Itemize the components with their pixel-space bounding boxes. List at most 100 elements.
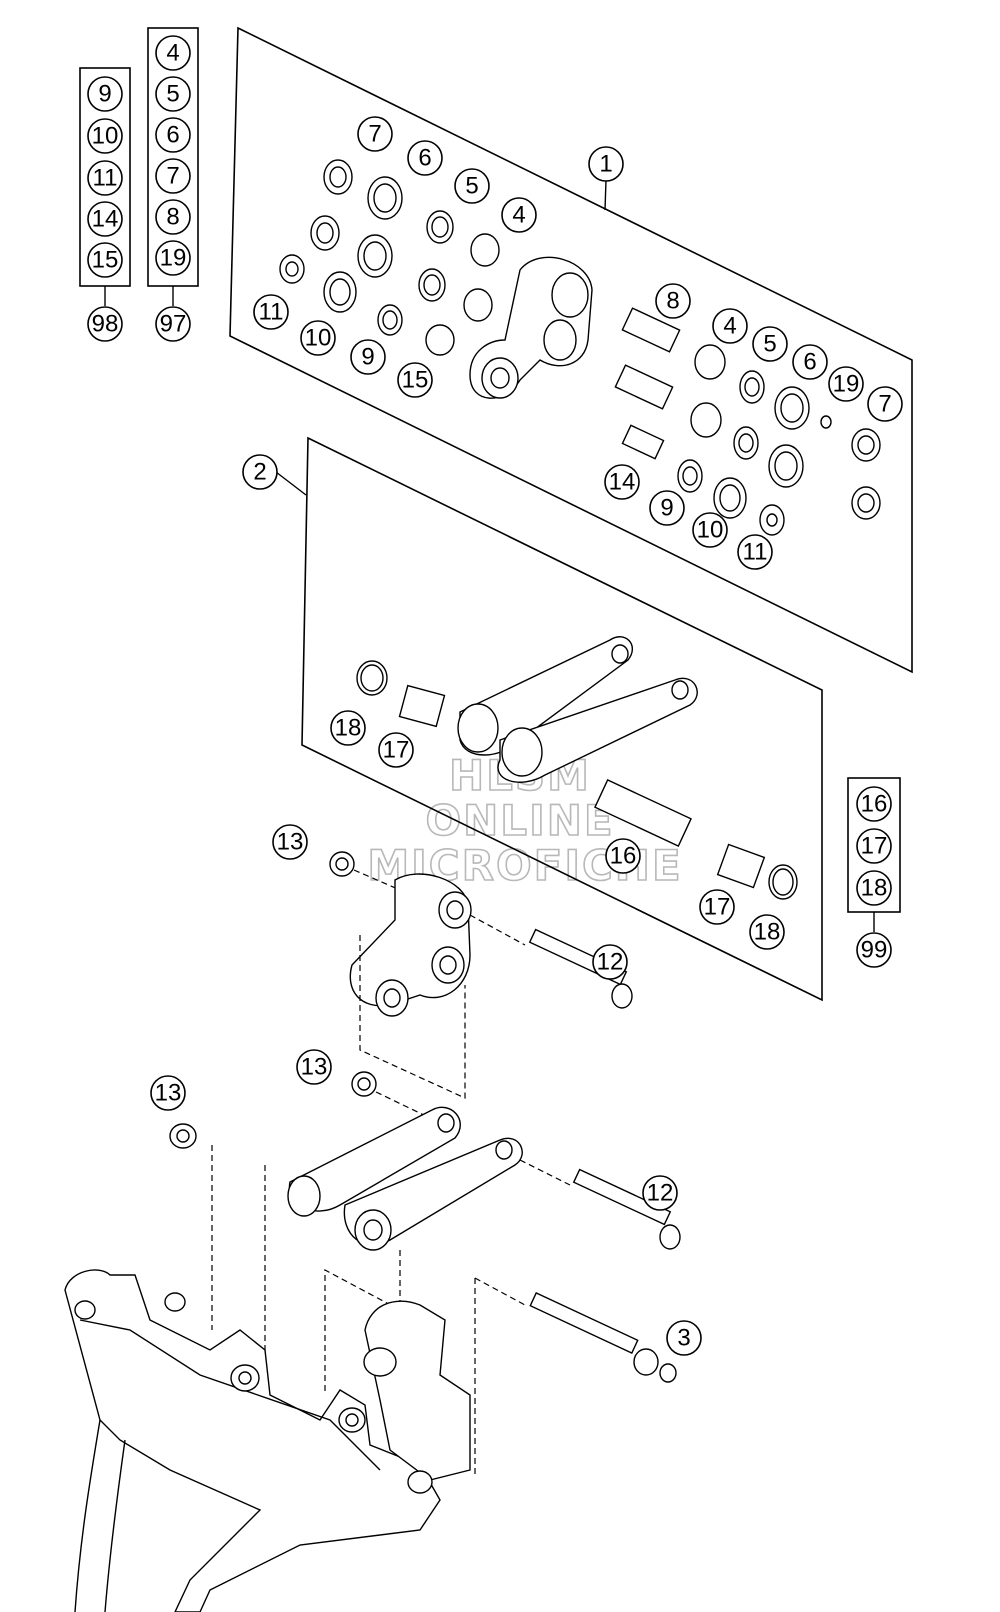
svg-text:18: 18	[335, 715, 362, 742]
callout-17-right[interactable]: 17	[699, 889, 735, 925]
svg-text:16: 16	[861, 791, 888, 818]
svg-text:12: 12	[647, 1180, 674, 1207]
pull-rod-part	[457, 636, 698, 783]
svg-text:13: 13	[301, 1054, 328, 1081]
kit-97-item-1[interactable]: 4	[155, 35, 191, 71]
callout-16[interactable]: 16	[605, 838, 641, 874]
svg-text:7: 7	[166, 163, 179, 190]
svg-text:4: 4	[723, 313, 736, 340]
svg-text:18: 18	[754, 919, 781, 946]
callout-12-lower[interactable]: 12	[642, 1175, 678, 1211]
svg-text:5: 5	[763, 331, 776, 358]
callout-4-left[interactable]: 4	[501, 197, 537, 233]
svg-text:10: 10	[697, 517, 724, 544]
svg-text:4: 4	[166, 40, 179, 67]
callout-4-right[interactable]: 4	[712, 308, 748, 344]
callout-1[interactable]: 1	[588, 146, 624, 182]
svg-text:97: 97	[160, 311, 187, 338]
svg-text:12: 12	[597, 949, 624, 976]
callout-6-right[interactable]: 6	[792, 344, 828, 380]
callout-10-left[interactable]: 10	[300, 320, 336, 356]
svg-text:2: 2	[253, 459, 266, 486]
callout-5-left[interactable]: 5	[454, 168, 490, 204]
kit-98-item-4[interactable]: 14	[87, 201, 123, 237]
callout-11-right[interactable]: 11	[737, 534, 773, 570]
callout-11-left[interactable]: 11	[253, 294, 289, 330]
svg-text:13: 13	[155, 1080, 182, 1107]
kit-box-97: 4 5 6 7 8 19 97	[147, 27, 199, 342]
callout-13-upper[interactable]: 13	[272, 824, 308, 860]
svg-text:17: 17	[383, 737, 410, 764]
kit-99-item-2[interactable]: 17	[856, 828, 892, 864]
watermark-line-2: ONLINE	[425, 796, 614, 845]
kit-98-item-3[interactable]: 11	[87, 160, 123, 196]
callout-14[interactable]: 14	[604, 464, 640, 500]
callout-6-left[interactable]: 6	[407, 140, 443, 176]
svg-text:9: 9	[660, 495, 673, 522]
svg-text:3: 3	[677, 1325, 690, 1352]
svg-text:11: 11	[93, 165, 118, 192]
kit-97-item-2[interactable]: 5	[155, 76, 191, 112]
kit-99-ref[interactable]: 99	[856, 932, 892, 968]
kit-98-item-1[interactable]: 9	[87, 76, 123, 112]
right-bearing-cluster	[614, 307, 881, 536]
kit-97-ref[interactable]: 97	[155, 306, 191, 342]
lower-assembly: 13 12 13 13 12 3	[64, 824, 702, 1612]
callout-9-left[interactable]: 9	[350, 339, 386, 375]
kit-97-item-4[interactable]: 7	[155, 158, 191, 194]
callout-7-left[interactable]: 7	[357, 116, 393, 152]
svg-text:14: 14	[609, 469, 636, 496]
kit-99-item-1[interactable]: 16	[856, 786, 892, 822]
svg-text:10: 10	[305, 325, 332, 352]
callout-2[interactable]: 2	[242, 454, 278, 490]
svg-text:9: 9	[98, 81, 111, 108]
lever-part	[469, 256, 593, 399]
callout-15[interactable]: 15	[397, 362, 433, 398]
svg-text:14: 14	[92, 206, 119, 233]
svg-text:18: 18	[861, 875, 888, 902]
svg-text:1: 1	[599, 151, 612, 178]
kit-98-item-2[interactable]: 10	[87, 118, 123, 154]
svg-text:4: 4	[512, 202, 525, 229]
callout-9-right[interactable]: 9	[649, 490, 685, 526]
svg-text:98: 98	[92, 311, 119, 338]
bushing-part	[398, 684, 446, 728]
svg-text:11: 11	[259, 299, 284, 326]
svg-text:16: 16	[610, 843, 637, 870]
callout-13-middle[interactable]: 13	[296, 1049, 332, 1085]
callout-8[interactable]: 8	[655, 283, 691, 319]
callout-18-left[interactable]: 18	[330, 710, 366, 746]
sleeve-part	[594, 779, 692, 847]
svg-text:13: 13	[277, 829, 304, 856]
callout-18-right[interactable]: 18	[749, 914, 785, 950]
kit-97-item-5[interactable]: 8	[155, 199, 191, 235]
callout-7-right[interactable]: 7	[867, 386, 903, 422]
callout-12-upper[interactable]: 12	[592, 944, 628, 980]
svg-text:7: 7	[368, 121, 381, 148]
callout-3[interactable]: 3	[666, 1320, 702, 1356]
svg-text:15: 15	[402, 367, 429, 394]
panel-2-pull-rod-kit: 2 18 17 16 17 18	[242, 436, 823, 1002]
svg-text:99: 99	[861, 937, 888, 964]
kit-99-item-3[interactable]: 18	[856, 870, 892, 906]
callout-10-right[interactable]: 10	[692, 512, 728, 548]
svg-text:8: 8	[666, 288, 679, 315]
callout-17-left[interactable]: 17	[378, 732, 414, 768]
callout-13-left[interactable]: 13	[150, 1075, 186, 1111]
svg-text:17: 17	[861, 833, 888, 860]
svg-text:8: 8	[166, 204, 179, 231]
kit-98-item-5[interactable]: 15	[87, 242, 123, 278]
kit-97-item-3[interactable]: 6	[155, 117, 191, 153]
svg-text:11: 11	[743, 539, 768, 566]
kit-97-item-6[interactable]: 19	[155, 240, 191, 276]
svg-text:19: 19	[833, 371, 860, 398]
kit-98-ref[interactable]: 98	[87, 306, 123, 342]
svg-text:6: 6	[166, 122, 179, 149]
frame-part	[64, 1269, 471, 1612]
svg-text:9: 9	[361, 344, 374, 371]
callout-19[interactable]: 19	[828, 366, 864, 402]
svg-text:15: 15	[92, 247, 119, 274]
callout-5-right[interactable]: 5	[752, 326, 788, 362]
svg-text:7: 7	[878, 391, 891, 418]
